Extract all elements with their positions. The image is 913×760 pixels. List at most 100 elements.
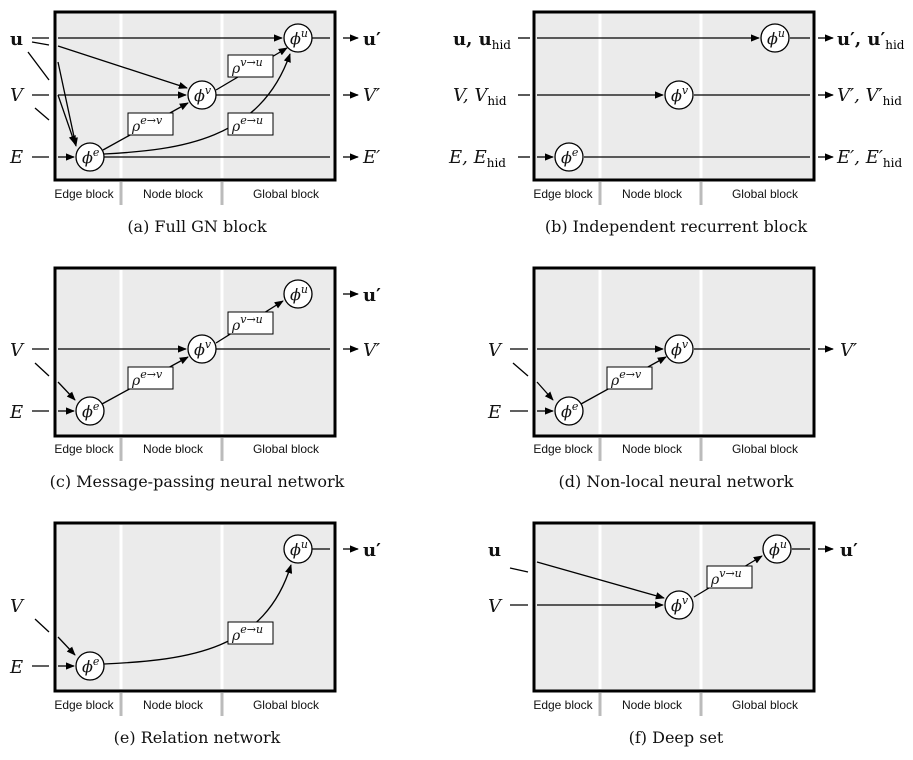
input-e: E [9,657,23,678]
caption-a: (a) Full GN block [127,217,267,236]
svg-text:ρe→u: ρe→u [231,623,263,644]
node-block-label: Node block [143,187,204,201]
output-v: V′ [363,340,380,361]
phi-e-node: ϕe [75,651,105,681]
rho-e-v-box: ρe→v [127,366,174,390]
edge-block-label: Edge block [533,187,593,201]
edge-block-label: Edge block [54,698,114,712]
input-v: V [488,596,503,617]
panel-a: Edge block Node block Global block u V E… [9,10,381,236]
edge-block-label: Edge block [54,187,114,201]
rho-e-v-box: ρe→v [127,112,174,136]
svg-text:ϕv: ϕv [671,338,689,359]
input-v: V [10,596,25,617]
caption-f: (f) Deep set [629,728,724,747]
node-block-label: Node block [143,698,204,712]
global-block-label: Global block [253,187,320,201]
node-block-label: Node block [622,698,683,712]
input-e: E [9,402,23,423]
rho-e-v-box: ρe→v [606,366,653,390]
caption-e: (e) Relation network [114,728,281,747]
global-block-label: Global block [253,698,320,712]
output-e-hid: E′, E′hid [836,147,902,170]
node-block-label: Node block [622,442,683,456]
output-v-hid: V′, V′hid [837,85,902,108]
panel-f: Edge block Node block Global block u V ϕ… [488,521,858,747]
input-v: V [10,340,25,361]
input-v-hid: V, Vhid [453,85,507,108]
svg-text:ϕu: ϕu [290,283,308,304]
phi-e-node: ϕe [554,142,584,172]
svg-text:ρe→v: ρe→v [131,114,163,135]
global-block-label: Global block [732,442,799,456]
svg-text:ϕe: ϕe [561,400,579,421]
phi-u-node: ϕu [283,279,313,309]
caption-b: (b) Independent recurrent block [545,217,808,236]
phi-u-node: ϕu [762,534,792,564]
rho-e-u-box: ρe→u [227,112,274,136]
input-e: E [487,402,501,423]
output-u: u′ [840,540,858,561]
output-u-hid: u′, u′hid [837,29,905,52]
output-u: u′ [363,29,381,50]
output-e: E′ [362,147,380,168]
panel-b: Edge block Node block Global block u, uh… [448,10,905,236]
phi-u-node: ϕu [760,23,790,53]
svg-text:ρe→v: ρe→v [610,368,642,389]
rho-v-u-box: ρv→u [227,54,274,78]
input-v: V [488,340,503,361]
input-v: V [10,85,25,106]
output-v: V′ [363,85,380,106]
svg-text:ϕe: ϕe [82,146,100,167]
input-e-hid: E, Ehid [448,147,506,170]
svg-text:ϕv: ϕv [671,594,689,615]
input-u: u [488,540,501,561]
global-block-label: Global block [732,187,799,201]
phi-e-node: ϕe [75,142,105,172]
svg-text:ρe→v: ρe→v [131,368,163,389]
panel-e: Edge block Node block Global block V E ϕ… [9,521,381,747]
rho-e-u-box: ρe→u [227,621,274,645]
svg-text:ρv→u: ρv→u [231,56,263,77]
input-e: E [9,147,23,168]
output-v: V′ [840,340,857,361]
node-block-label: Node block [622,187,683,201]
rho-v-u-box: ρv→u [227,311,274,335]
svg-text:ϕu: ϕu [290,538,308,559]
svg-text:ϕu: ϕu [769,538,787,559]
svg-text:ρe→u: ρe→u [231,114,263,135]
output-u: u′ [363,285,381,306]
svg-text:ρv→u: ρv→u [710,567,742,588]
global-block-label: Global block [732,698,799,712]
input-u-hid: u, uhid [453,29,511,52]
svg-text:ϕu: ϕu [767,27,785,48]
phi-v-node: ϕv [664,334,694,364]
phi-e-node: ϕe [554,396,584,426]
phi-e-node: ϕe [75,396,105,426]
rho-v-u-box: ρv→u [706,565,753,589]
svg-text:ρv→u: ρv→u [231,313,263,334]
svg-text:ϕv: ϕv [194,338,212,359]
phi-v-node: ϕv [187,80,217,110]
svg-text:ϕe: ϕe [561,146,579,167]
phi-v-node: ϕv [664,80,694,110]
svg-text:ϕe: ϕe [82,400,100,421]
output-u: u′ [363,540,381,561]
caption-d: (d) Non-local neural network [559,472,794,491]
edge-block-label: Edge block [533,442,593,456]
edge-block-label: Edge block [533,698,593,712]
svg-text:ϕe: ϕe [82,655,100,676]
panel-d: Edge block Node block Global block V E ϕ… [487,266,857,491]
svg-text:ϕv: ϕv [194,84,212,105]
phi-u-node: ϕu [283,23,313,53]
phi-v-node: ϕv [664,590,694,620]
caption-c: (c) Message-passing neural network [50,472,345,491]
edge-block-label: Edge block [54,442,114,456]
svg-text:ϕu: ϕu [290,27,308,48]
node-block-label: Node block [143,442,204,456]
phi-v-node: ϕv [187,334,217,364]
global-block-label: Global block [253,442,320,456]
phi-u-node: ϕu [283,534,313,564]
panel-c: Edge block Node block Global block V E ϕ… [9,266,381,491]
